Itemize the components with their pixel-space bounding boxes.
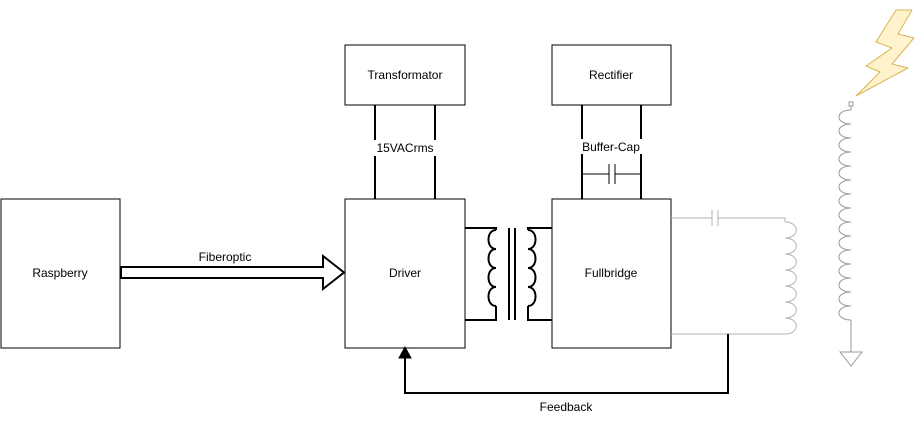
- ground-icon: [838, 351, 864, 367]
- feedback-loop: Feedback: [398, 334, 729, 414]
- primary-tank-circuit: [671, 210, 797, 335]
- lightning-bolt-icon: [855, 9, 915, 97]
- rectifier-block[interactable]: Rectifier: [551, 44, 672, 106]
- rectifier-label: Rectifier: [589, 68, 633, 82]
- buffer-cap-label: Buffer-Cap: [582, 140, 640, 154]
- feedback-label: Feedback: [540, 400, 594, 414]
- fullbridge-block[interactable]: Fullbridge: [551, 198, 672, 349]
- secondary-coil: [838, 101, 854, 352]
- raspberry-label: Raspberry: [32, 266, 87, 280]
- transformator-block[interactable]: Transformator: [344, 44, 466, 106]
- ac-supply-wires: 15VACrms: [374, 105, 436, 199]
- buffer-cap-circuit: Buffer-Cap: [580, 105, 644, 199]
- fullbridge-label: Fullbridge: [585, 266, 638, 280]
- driver-label: Driver: [389, 266, 421, 280]
- raspberry-block[interactable]: Raspberry: [0, 198, 121, 349]
- transformator-label: Transformator: [368, 68, 443, 82]
- fiberoptic-arrow: Fiberoptic: [120, 250, 346, 292]
- gate-drive-transformer: [465, 227, 552, 321]
- driver-block[interactable]: Driver: [344, 198, 466, 349]
- voltage-label: 15VACrms: [376, 141, 433, 155]
- fiberoptic-label: Fiberoptic: [199, 250, 252, 264]
